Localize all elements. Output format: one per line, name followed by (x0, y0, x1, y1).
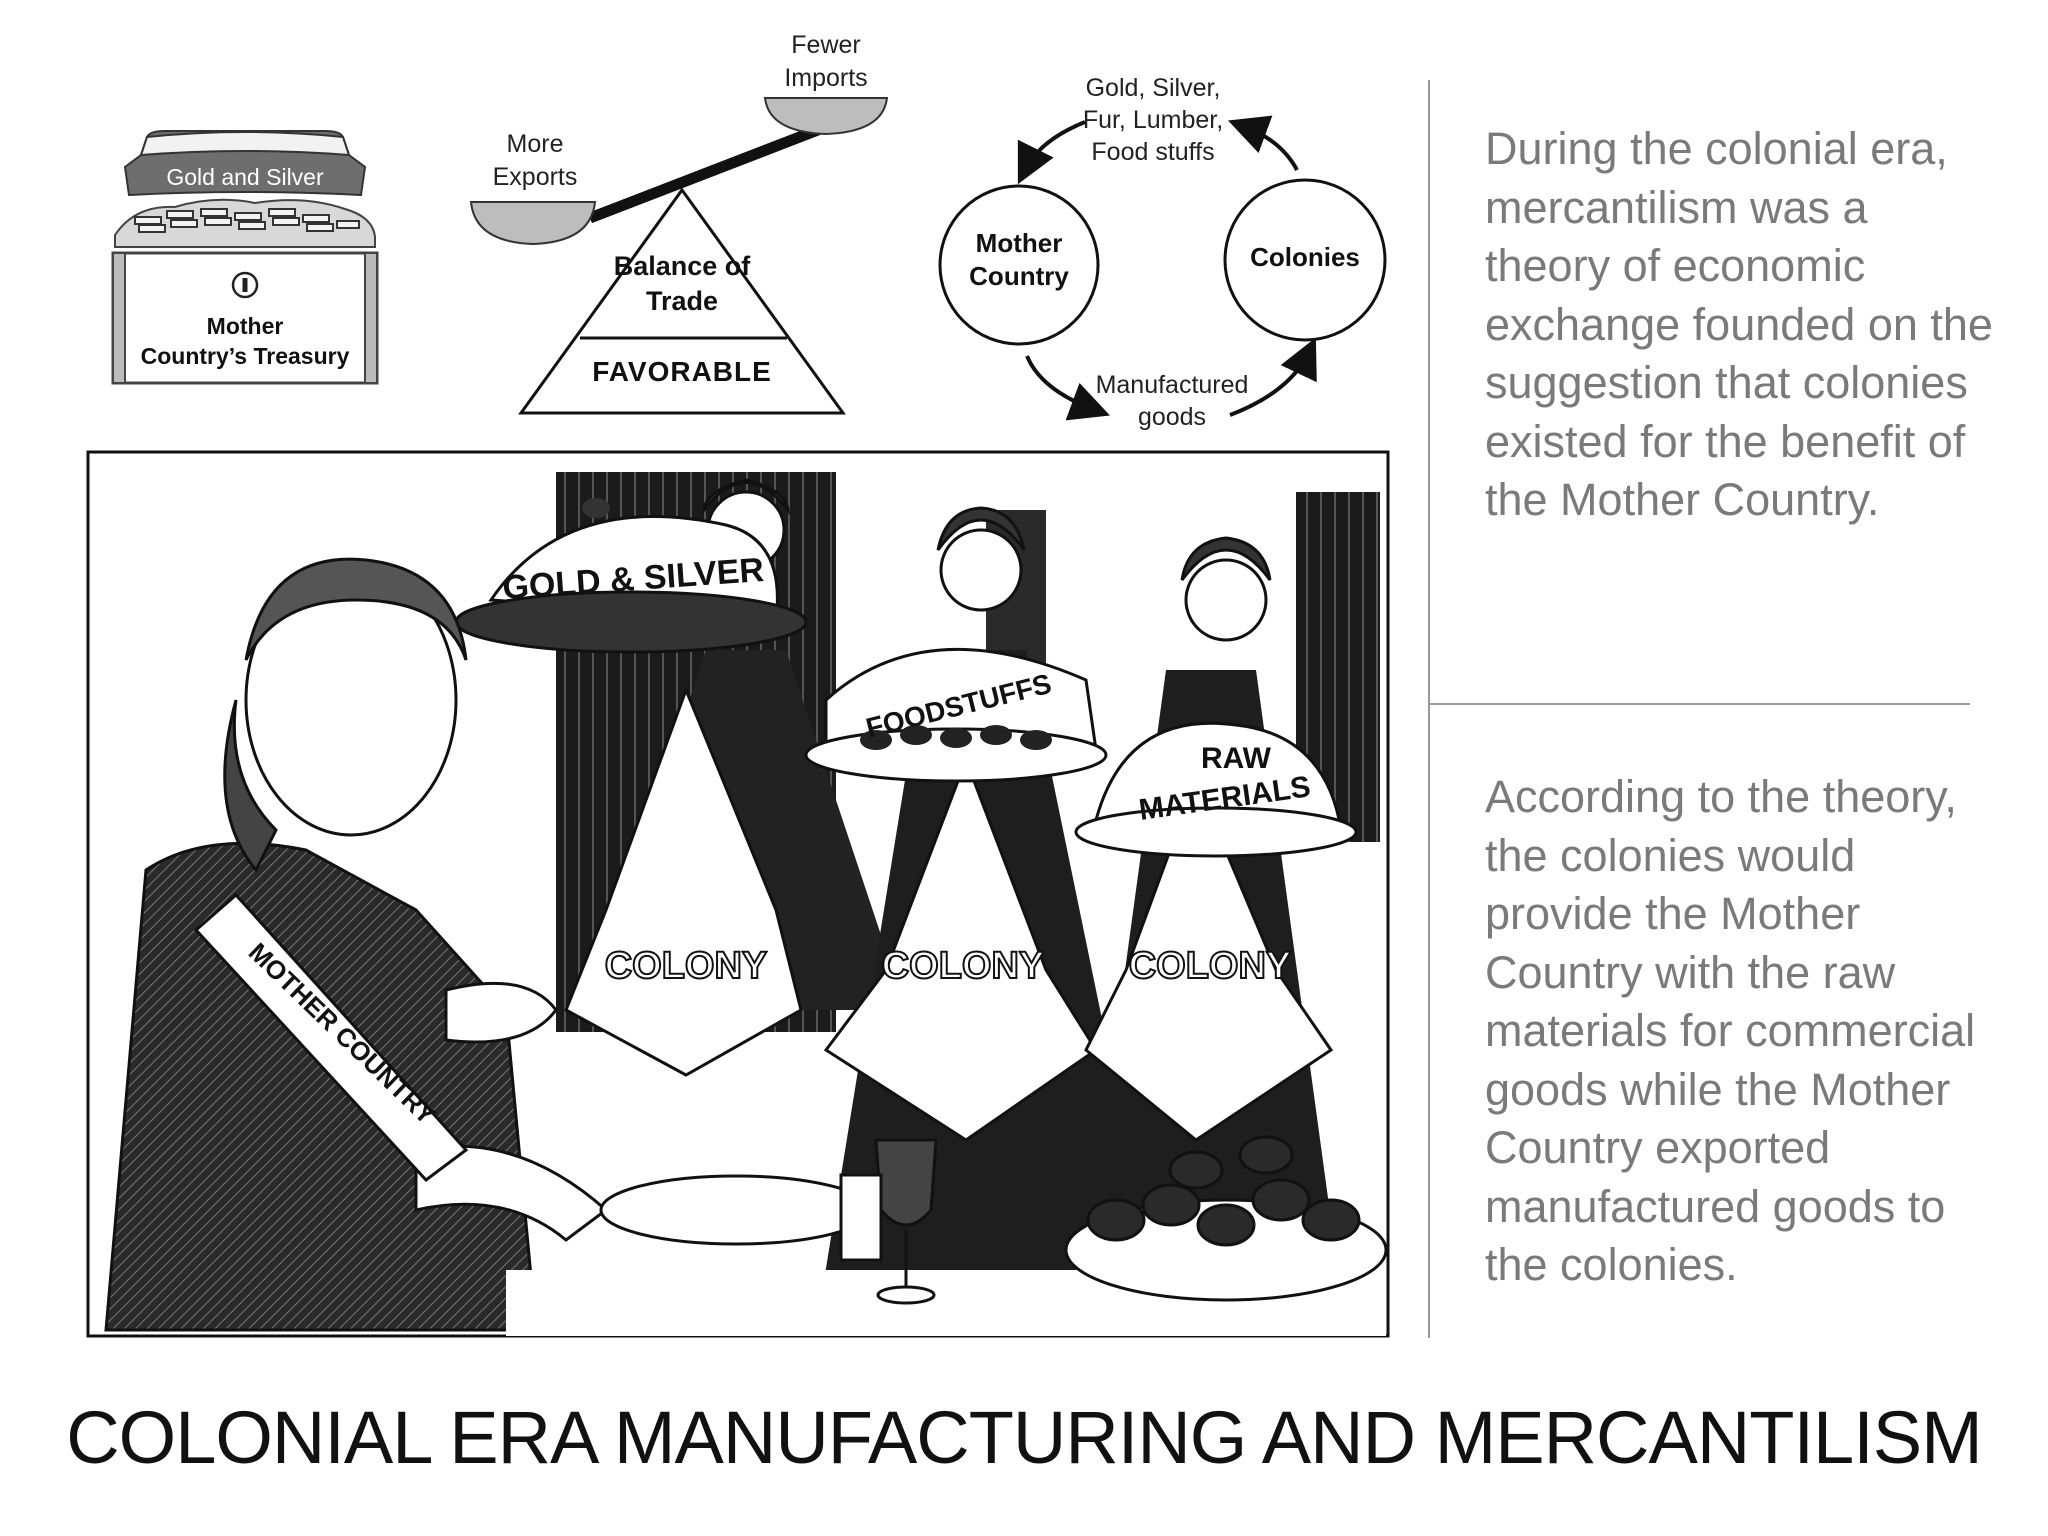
apron-label-1: COLONY (605, 945, 768, 987)
panel-vertical-divider (1428, 80, 1430, 1338)
arrow-to-mother-country-icon (1017, 120, 1086, 185)
apron-middle (823, 755, 1099, 1142)
apron-label-2: COLONY (882, 945, 1045, 987)
treasury-lid-label: Gold and Silver (166, 164, 324, 190)
raw-goods-flow-line2: Fur, Lumber, (1083, 106, 1223, 134)
fulcrum-triangle (518, 187, 846, 415)
arrow-to-colonies-icon (1229, 337, 1317, 417)
treasury-chest-diagram: Gold and Silver Mother Country’s Treasur… (111, 130, 379, 385)
fewer-imports-line1: Fewer (791, 31, 860, 59)
foodstuffs-platter-icon (804, 647, 1108, 783)
arrow-from-colonies-icon (1227, 115, 1299, 171)
intro-paragraph: During the colonial era, mercantilism wa… (1485, 123, 1993, 525)
dinner-plate-icon (599, 1174, 873, 1246)
theory-paragraph: According to the theory, the colonies wo… (1485, 771, 1976, 1290)
mother-country-node-line2: Country (969, 261, 1069, 291)
keyhole-icon (231, 271, 259, 299)
bread-basket-icon (1064, 1135, 1388, 1302)
raw-materials-platter-icon (1074, 721, 1358, 858)
balance-of-trade-diagram: Fewer Imports More Exports Balance of Tr… (469, 31, 889, 415)
more-exports-line2: Exports (493, 163, 578, 191)
treasury-label-line1: Mother (207, 313, 284, 339)
raw-materials-label-line1: RAW (1201, 742, 1272, 775)
mother-country-sash (193, 892, 469, 1183)
trade-cycle-diagram: Gold, Silver, Fur, Lumber, Food stuffs M… (938, 74, 1387, 431)
colonies-node-label: Colonies (1250, 242, 1360, 272)
wine-glass-icon (874, 1138, 938, 1305)
fewer-imports-line2: Imports (784, 64, 867, 92)
panel-horizontal-divider (1430, 703, 1970, 705)
mercantilism-cartoon: COLONY COLONY COLONY GOLD & SILVER FOODS… (86, 450, 1390, 1338)
water-glass-icon (839, 1173, 883, 1262)
mother-country-node (938, 184, 1100, 346)
balance-of-trade-line2: Trade (646, 286, 718, 316)
treasury-label-line2: Country’s Treasury (141, 343, 350, 369)
coin-stack-icon (134, 208, 360, 233)
page-title: COLONIAL ERA MANUFACTURING AND MERCANTIL… (66, 1396, 1983, 1479)
manufactured-goods-line1: Manufactured (1096, 371, 1249, 399)
mother-country-node-line1: Mother (976, 228, 1063, 258)
manufactured-goods-line2: goods (1138, 403, 1206, 431)
apron-left (564, 685, 803, 1077)
more-exports-line1: More (507, 130, 564, 158)
mother-country-figure (104, 557, 609, 1332)
right-scale-pan-icon (763, 97, 889, 136)
apron-label-3: COLONY (1129, 945, 1292, 987)
balance-of-trade-line1: Balance of (614, 251, 752, 281)
raw-goods-flow-line3: Food stuffs (1091, 138, 1214, 166)
raw-goods-flow-line1: Gold, Silver, (1086, 74, 1221, 102)
apron-right (1084, 775, 1334, 1142)
gold-silver-platter-icon (454, 498, 808, 654)
favorable-label: FAVORABLE (592, 356, 772, 387)
left-scale-pan-icon (469, 201, 597, 246)
arrow-from-mother-country-icon (1025, 355, 1111, 421)
scale-beam (588, 122, 825, 224)
